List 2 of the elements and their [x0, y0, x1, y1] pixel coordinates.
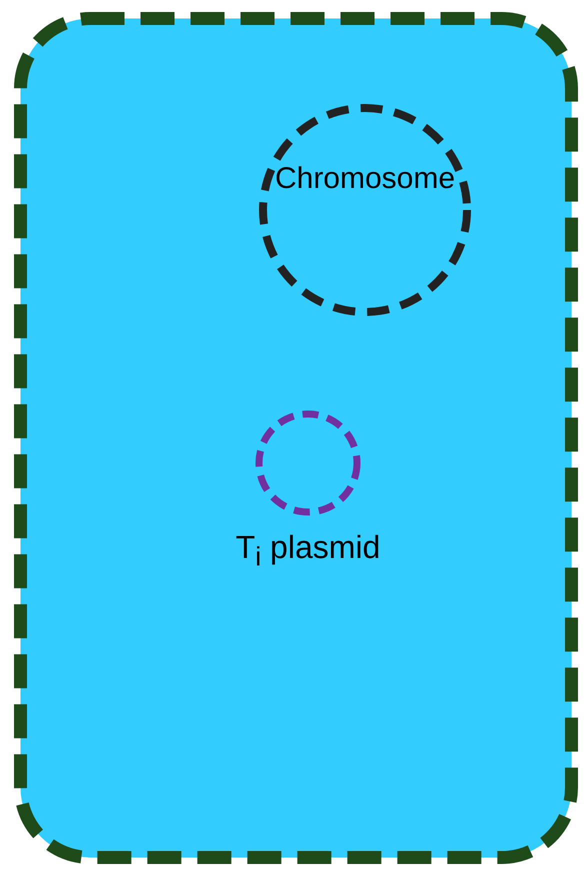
chromosome-label: Chromosome	[274, 162, 456, 196]
plasmid-label: T$_{i}$ plasmid	[234, 529, 382, 572]
